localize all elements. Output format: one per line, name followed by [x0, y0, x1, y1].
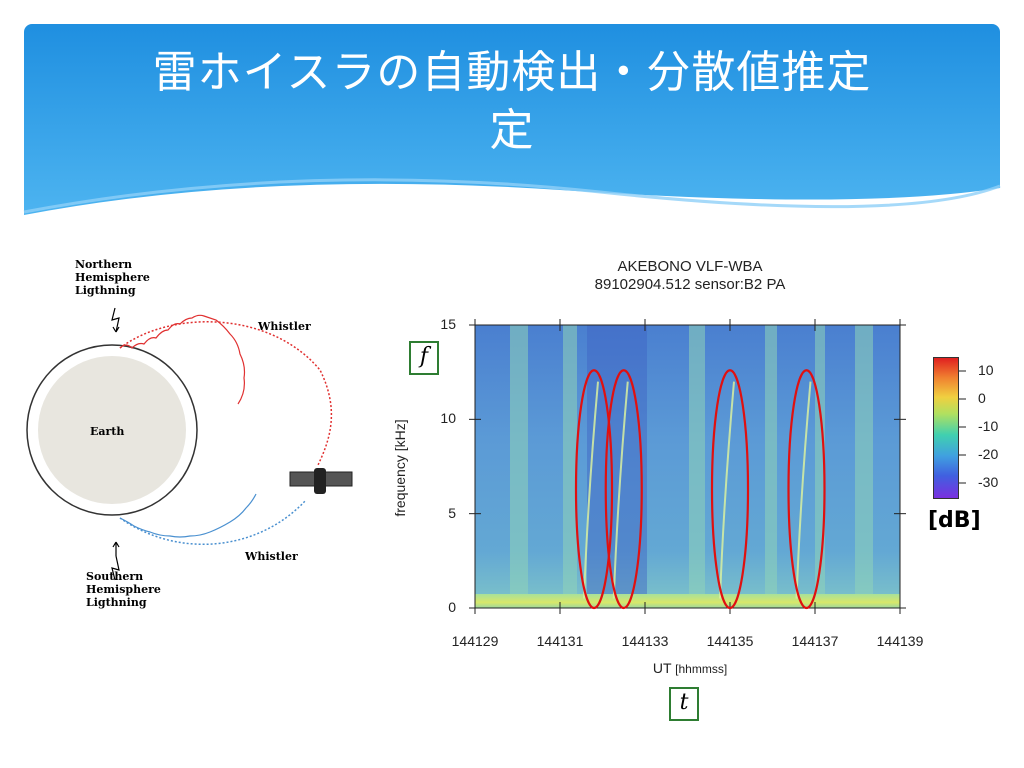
south-label-1: Southern — [86, 570, 143, 583]
whistler-diagram: Northern Hemisphere Ligthning Earth Whis… — [20, 250, 370, 630]
y-tick-label: 5 — [448, 504, 456, 521]
south-arrow-icon — [112, 541, 120, 556]
x-tick-label: 144133 — [621, 633, 669, 649]
spectrogram-band — [765, 325, 777, 608]
spectrogram-band — [689, 325, 705, 608]
whistler-highlight-ellipse — [710, 369, 750, 610]
f-annotation-box: f — [409, 341, 439, 375]
chart-subtitle: 89102904.512 sensor:B2 PA — [594, 276, 786, 293]
x-tick-label: 144131 — [536, 633, 584, 649]
slide-title: 雷ホイスラの自動検出・分散値推定 定 — [40, 44, 984, 160]
south-lightning-icon — [111, 555, 120, 581]
header-background — [23, 24, 1001, 235]
spectrogram-floor — [475, 594, 900, 608]
y-tick-label: 10 — [440, 410, 456, 427]
x-tick-label: 144139 — [876, 633, 924, 649]
south-label-2: Hemisphere — [86, 583, 161, 596]
satellite-icon — [289, 468, 353, 494]
title-line-2: 定 — [489, 105, 535, 156]
x-axis-unit: [hhmmss] — [675, 662, 728, 676]
whistler-trace — [795, 381, 812, 599]
earth-label: Earth — [90, 425, 124, 438]
north-label-2: Hemisphere — [75, 271, 150, 284]
x-axis-label: UT [hhmmss] — [590, 660, 790, 676]
y-axis-label: frequency [kHz] — [392, 419, 408, 517]
north-label-1: Northern — [75, 258, 132, 271]
colorbar-tick-label: -20 — [978, 446, 999, 462]
whistler-trace — [612, 381, 629, 599]
whistler-highlight-ellipse — [787, 369, 826, 610]
x-tick-label: 144135 — [706, 633, 754, 649]
plot-frame — [474, 324, 901, 609]
colorbar-tick-label: 10 — [978, 362, 994, 378]
x-axis-label-text: UT — [652, 660, 672, 676]
t-annotation-box: t — [669, 687, 699, 721]
title-line-1: 雷ホイスラの自動検出・分散値推定 — [152, 47, 872, 98]
y-tick-label: 0 — [448, 599, 456, 615]
spectrogram-band — [510, 325, 528, 608]
north-arrow-icon — [112, 326, 120, 333]
whistler-north-path — [119, 321, 333, 466]
colorbar-tick-label: 0 — [978, 390, 986, 406]
whistler-north-wave — [119, 314, 246, 405]
x-tick-label: 144129 — [451, 633, 499, 649]
whistler-diagram-svg: Northern Hemisphere Ligthning Earth Whis… — [26, 258, 353, 609]
north-lightning-icon — [111, 307, 120, 333]
whistler-south-wave — [119, 493, 257, 538]
earth-icon — [38, 356, 186, 504]
whistler-trace — [583, 381, 599, 599]
spectrogram-band — [855, 325, 873, 608]
whistler-top-label: Whistler — [257, 320, 311, 333]
whistler-trace — [719, 381, 735, 599]
colorbar-tick-label: -10 — [978, 418, 999, 434]
colorbar-tick-label: -30 — [978, 474, 999, 490]
whistler-bottom-label: Whistler — [244, 550, 298, 563]
slide-header: 雷ホイスラの自動検出・分散値推定 定 — [0, 0, 1024, 235]
chart-title: AKEBONO VLF-WBA — [617, 258, 763, 275]
spectrogram — [475, 325, 900, 608]
colorbar-unit: [dB] — [928, 508, 981, 533]
colorbar — [933, 357, 959, 499]
whistler-highlight-ellipse — [574, 369, 614, 610]
spectrogram-band — [815, 325, 825, 608]
spectrogram-band — [563, 325, 577, 608]
y-tick-label: 15 — [440, 316, 456, 332]
north-label-3: Ligthning — [75, 284, 136, 297]
x-tick-label: 144137 — [791, 633, 839, 649]
south-label-3: Ligthning — [86, 596, 147, 609]
whistler-highlight-ellipse — [604, 369, 643, 610]
